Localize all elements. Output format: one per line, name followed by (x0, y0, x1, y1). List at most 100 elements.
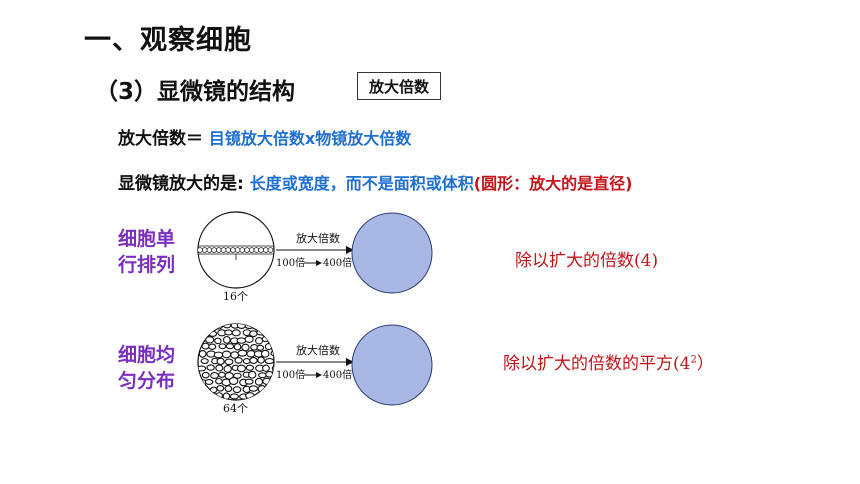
cell (236, 337, 247, 344)
small-arrow-icon (316, 372, 322, 378)
cell (220, 247, 227, 253)
cell (201, 328, 209, 337)
cell (213, 351, 224, 359)
cell (201, 342, 210, 350)
cell (249, 330, 258, 338)
cell (230, 247, 236, 253)
example-label-line: 行排列 (118, 254, 176, 276)
cell (263, 247, 269, 253)
magnification-from: 100倍 (276, 368, 305, 381)
cell (253, 247, 260, 253)
cell (200, 358, 209, 365)
cell (206, 364, 215, 371)
cell-count: 16个 (223, 290, 248, 303)
magnification-from: 100倍 (276, 256, 305, 269)
cell (267, 247, 274, 253)
cell (233, 343, 242, 351)
cell (256, 344, 265, 351)
arrow-label: 放大倍数 (296, 231, 340, 245)
cell (271, 364, 274, 372)
cell (205, 336, 215, 344)
cell (225, 343, 235, 350)
cell (248, 247, 255, 253)
cell (201, 247, 208, 253)
magnification-to: 400倍 (323, 368, 352, 381)
cell (234, 247, 241, 253)
magnification-formula: 放大倍数＝ 目镜放大倍数x物镜放大倍数 (118, 124, 411, 149)
cell (270, 392, 274, 400)
cell (222, 335, 231, 344)
cell (228, 377, 239, 385)
cell (218, 371, 226, 378)
magnification-note: 显微镜放大的是: 长度或宽度，而不是面积或体积(圆形：放大的是直径) (118, 169, 632, 194)
cell (248, 385, 259, 392)
cell (197, 247, 203, 253)
note-value-red: (圆形：放大的是直径) (473, 174, 633, 193)
cell (234, 356, 243, 364)
cell (242, 358, 251, 365)
cell (211, 247, 217, 253)
cell-row (197, 245, 274, 260)
cell (224, 385, 233, 393)
cell (275, 331, 283, 337)
cell (270, 350, 274, 357)
cell (232, 386, 242, 394)
cell (258, 247, 264, 253)
cell (261, 393, 271, 400)
cell (245, 364, 255, 371)
example-label-line: 匀分布 (118, 370, 176, 392)
cell (257, 356, 265, 364)
cell (223, 364, 232, 373)
cell (198, 349, 207, 358)
cell (215, 364, 224, 372)
page-title: 一、观察细胞 (84, 25, 252, 56)
cell (269, 337, 274, 344)
cell (222, 324, 232, 329)
cell (264, 385, 273, 393)
cell (214, 337, 222, 345)
cell (198, 392, 207, 399)
cell (275, 386, 282, 392)
cell (270, 324, 274, 330)
cell (239, 247, 246, 253)
result-main: 除以扩大的倍数的平方(4 (503, 354, 691, 374)
cell (216, 247, 222, 253)
magnification-badge: 放大倍数 (357, 72, 441, 100)
example-label-line: 细胞均 (118, 344, 176, 366)
single-row-diagram: 放大倍数 100倍 400倍 16个 (197, 211, 354, 303)
cell (216, 357, 225, 366)
cell (237, 349, 248, 357)
cell (248, 370, 257, 379)
cell (225, 247, 231, 253)
cell (237, 364, 246, 373)
cell (206, 392, 215, 399)
example-label-row: 细胞均 匀分布 (118, 342, 175, 394)
result-main: 除以扩大的倍数(4) (515, 251, 659, 271)
small-arrow-icon (316, 260, 322, 266)
arrow-head-icon (346, 358, 354, 366)
result-text: 除以扩大的倍数的平方(42） (503, 349, 714, 374)
cell (206, 247, 213, 253)
cell (260, 349, 270, 358)
cell (253, 324, 263, 330)
section-subtitle: （3）显微镜的结构 (95, 79, 296, 105)
cell (204, 379, 214, 385)
example-label-row: 细胞单 行排列 (118, 226, 175, 278)
arrow-label: 放大倍数 (296, 343, 340, 357)
result-exponent: 2 (690, 354, 697, 366)
result-tail: ） (696, 354, 714, 374)
cell (224, 329, 233, 336)
cell (215, 377, 223, 385)
cell (233, 372, 242, 379)
cell (262, 377, 272, 385)
note-label: 显微镜放大的是: (118, 174, 244, 194)
arrow-head-icon (346, 246, 354, 254)
cell (216, 385, 225, 392)
cell (255, 392, 264, 400)
cell-count: 64个 (223, 402, 248, 415)
example-label-line: 细胞单 (118, 228, 176, 250)
cell (255, 336, 264, 345)
cell (229, 393, 240, 400)
cell (210, 372, 219, 379)
cell (249, 357, 258, 364)
